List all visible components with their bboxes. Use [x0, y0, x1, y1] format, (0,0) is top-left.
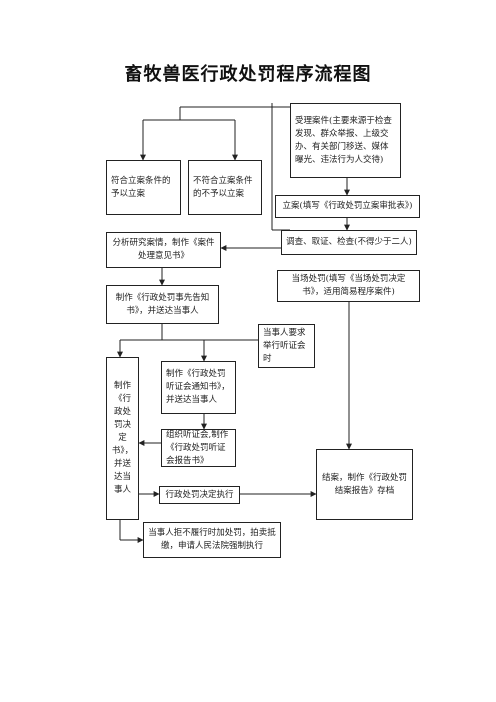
onsite-penalty-box: 当场处罚(填写《当场处罚决定书》，适用简易程序案件) — [277, 270, 420, 302]
prior-notice-box: 制作《行政处罚事先告知书》，并送达当事人 — [106, 285, 219, 324]
case-source-box: 受理案件(主要来源于检查发现、群众举报、上级交办、有关部门移送、媒体曝光、违法行… — [290, 103, 401, 178]
hold-hearing-box: 组织听证会,制作《行政处罚听证会报告书》 — [161, 429, 236, 467]
decision-box: 制作《行政处罚决定书》，并送达当事人 — [106, 357, 139, 520]
close-case-box: 结案，制作《行政处罚结案报告》存档 — [316, 449, 413, 520]
meets-criteria-box: 符合立案条件的予以立案 — [106, 160, 181, 215]
not-meets-box: 不符合立案条件的不予以立案 — [188, 160, 262, 215]
hearing-request-box: 当事人要求举行听证会时 — [258, 324, 315, 368]
register-box: 立案(填写《行政处罚立案审批表》) — [275, 195, 420, 218]
page-title: 畜牧兽医行政处罚程序流程图 — [124, 64, 372, 85]
investigate-box: 调查、取证、检查(不得少于二人) — [281, 230, 417, 255]
hearing-notice-box: 制作《行政处罚听证会通知书》，并送达当事人 — [161, 361, 236, 414]
execute-box: 行政处罚决定执行 — [159, 486, 240, 504]
analyze-box: 分析研究案情，制作《案件处理意见书》 — [106, 232, 221, 268]
enforce-box: 当事人拒不履行时加处罚，拍卖抵缴，申请人民法院强制执行 — [143, 522, 281, 558]
